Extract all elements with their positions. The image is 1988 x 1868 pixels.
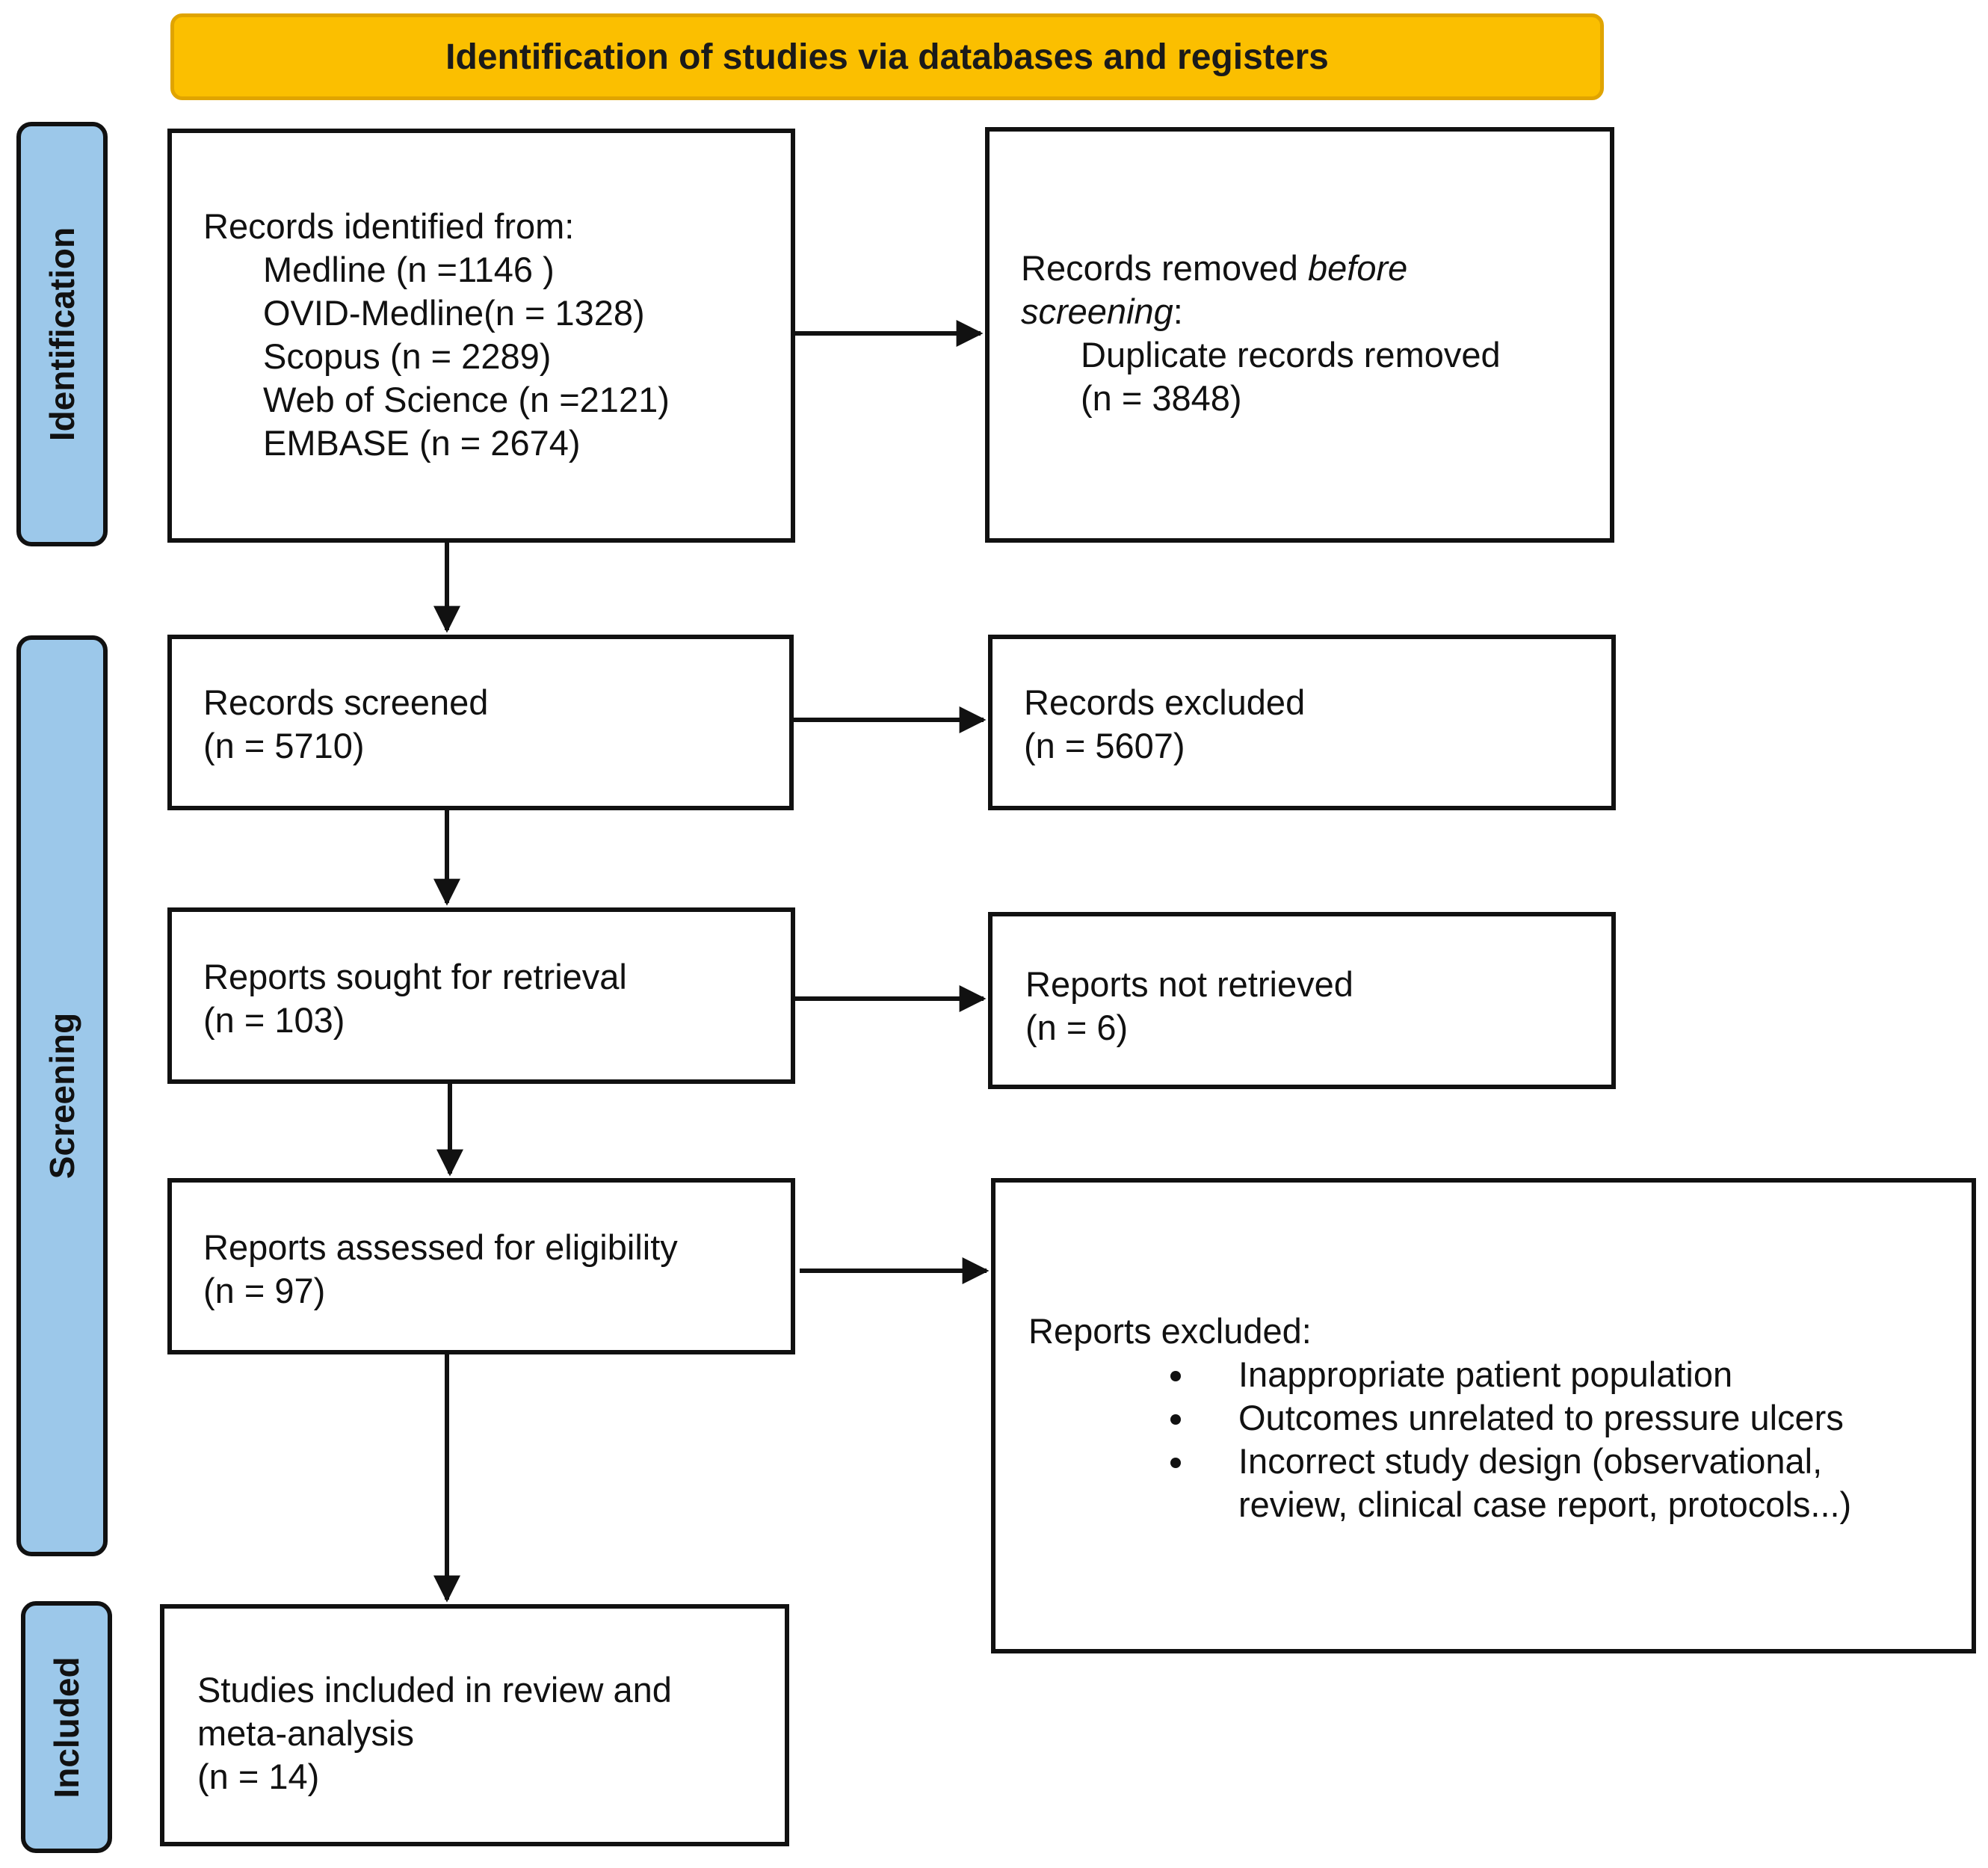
reports-assessed-label: Reports assessed for eligibility [203,1227,678,1267]
reports-sought-box: Reports sought for retrieval (n = 103) [167,907,795,1084]
exclusion-reason: Incorrect study design (observational, [1028,1440,1972,1483]
reports-not-retrieved-count: (n = 6) [1025,1008,1129,1047]
studies-included-line2: meta-analysis [197,1713,414,1753]
bullet-icon [1170,1371,1181,1381]
reports-sought-label: Reports sought for retrieval [203,957,627,996]
records-removed-heading-cont: screening: [1021,292,1183,331]
phase-screening-label: Screening [43,1012,81,1180]
exclusion-reasons-list: Inappropriate patient population Outcome… [1028,1353,1972,1526]
header-identification-banner: Identification of studies via databases … [170,13,1604,100]
reports-assessed-count: (n = 97) [203,1271,326,1310]
header-title: Identification of studies via databases … [445,37,1329,77]
source-embase: EMBASE (n = 2674) [263,423,581,463]
phase-identification-label: Identification [43,226,81,442]
bullet-icon [1170,1458,1181,1468]
phase-screening: Screening [16,635,108,1556]
records-identified-box: Records identified from: Medline (n =114… [167,129,795,543]
records-excluded-count: (n = 5607) [1024,726,1185,765]
records-screened-label: Records screened [203,682,489,722]
source-scopus: Scopus (n = 2289) [263,336,552,376]
records-excluded-label: Records excluded [1024,682,1306,722]
source-ovid-medline: OVID-Medline(n = 1328) [263,293,645,333]
records-screened-count: (n = 5710) [203,726,365,765]
records-screened-box: Records screened (n = 5710) [167,635,794,810]
exclusion-reason: Outcomes unrelated to pressure ulcers [1028,1396,1972,1440]
phase-identification: Identification [16,122,108,546]
studies-included-box: Studies included in review and meta-anal… [160,1604,789,1846]
reports-assessed-box: Reports assessed for eligibility (n = 97… [167,1178,795,1354]
studies-included-count: (n = 14) [197,1757,320,1796]
reports-excluded-heading: Reports excluded: [1028,1311,1312,1351]
records-removed-heading: Records removed before [1021,248,1408,288]
source-medline: Medline (n =1146 ) [263,250,555,289]
records-excluded-box: Records excluded (n = 5607) [988,635,1616,810]
phase-included: Included [21,1601,112,1853]
reports-sought-count: (n = 103) [203,1000,345,1040]
reports-not-retrieved-box: Reports not retrieved (n = 6) [988,912,1616,1089]
source-web-of-science: Web of Science (n =2121) [263,380,670,419]
duplicate-records-label: Duplicate records removed [1081,335,1501,374]
exclusion-reason: Inappropriate patient population [1028,1353,1972,1396]
duplicate-records-count: (n = 3848) [1081,378,1242,418]
records-identified-heading: Records identified from: [203,206,575,246]
phase-included-label: Included [47,1656,86,1798]
exclusion-reason-continuation: review, clinical case report, protocols.… [1238,1485,1852,1524]
reports-not-retrieved-label: Reports not retrieved [1025,964,1353,1004]
bullet-icon [1170,1414,1181,1425]
reports-excluded-box: Reports excluded: Inappropriate patient … [991,1178,1976,1653]
records-removed-box: Records removed before screening: Duplic… [985,127,1614,543]
studies-included-line1: Studies included in review and [197,1670,672,1710]
